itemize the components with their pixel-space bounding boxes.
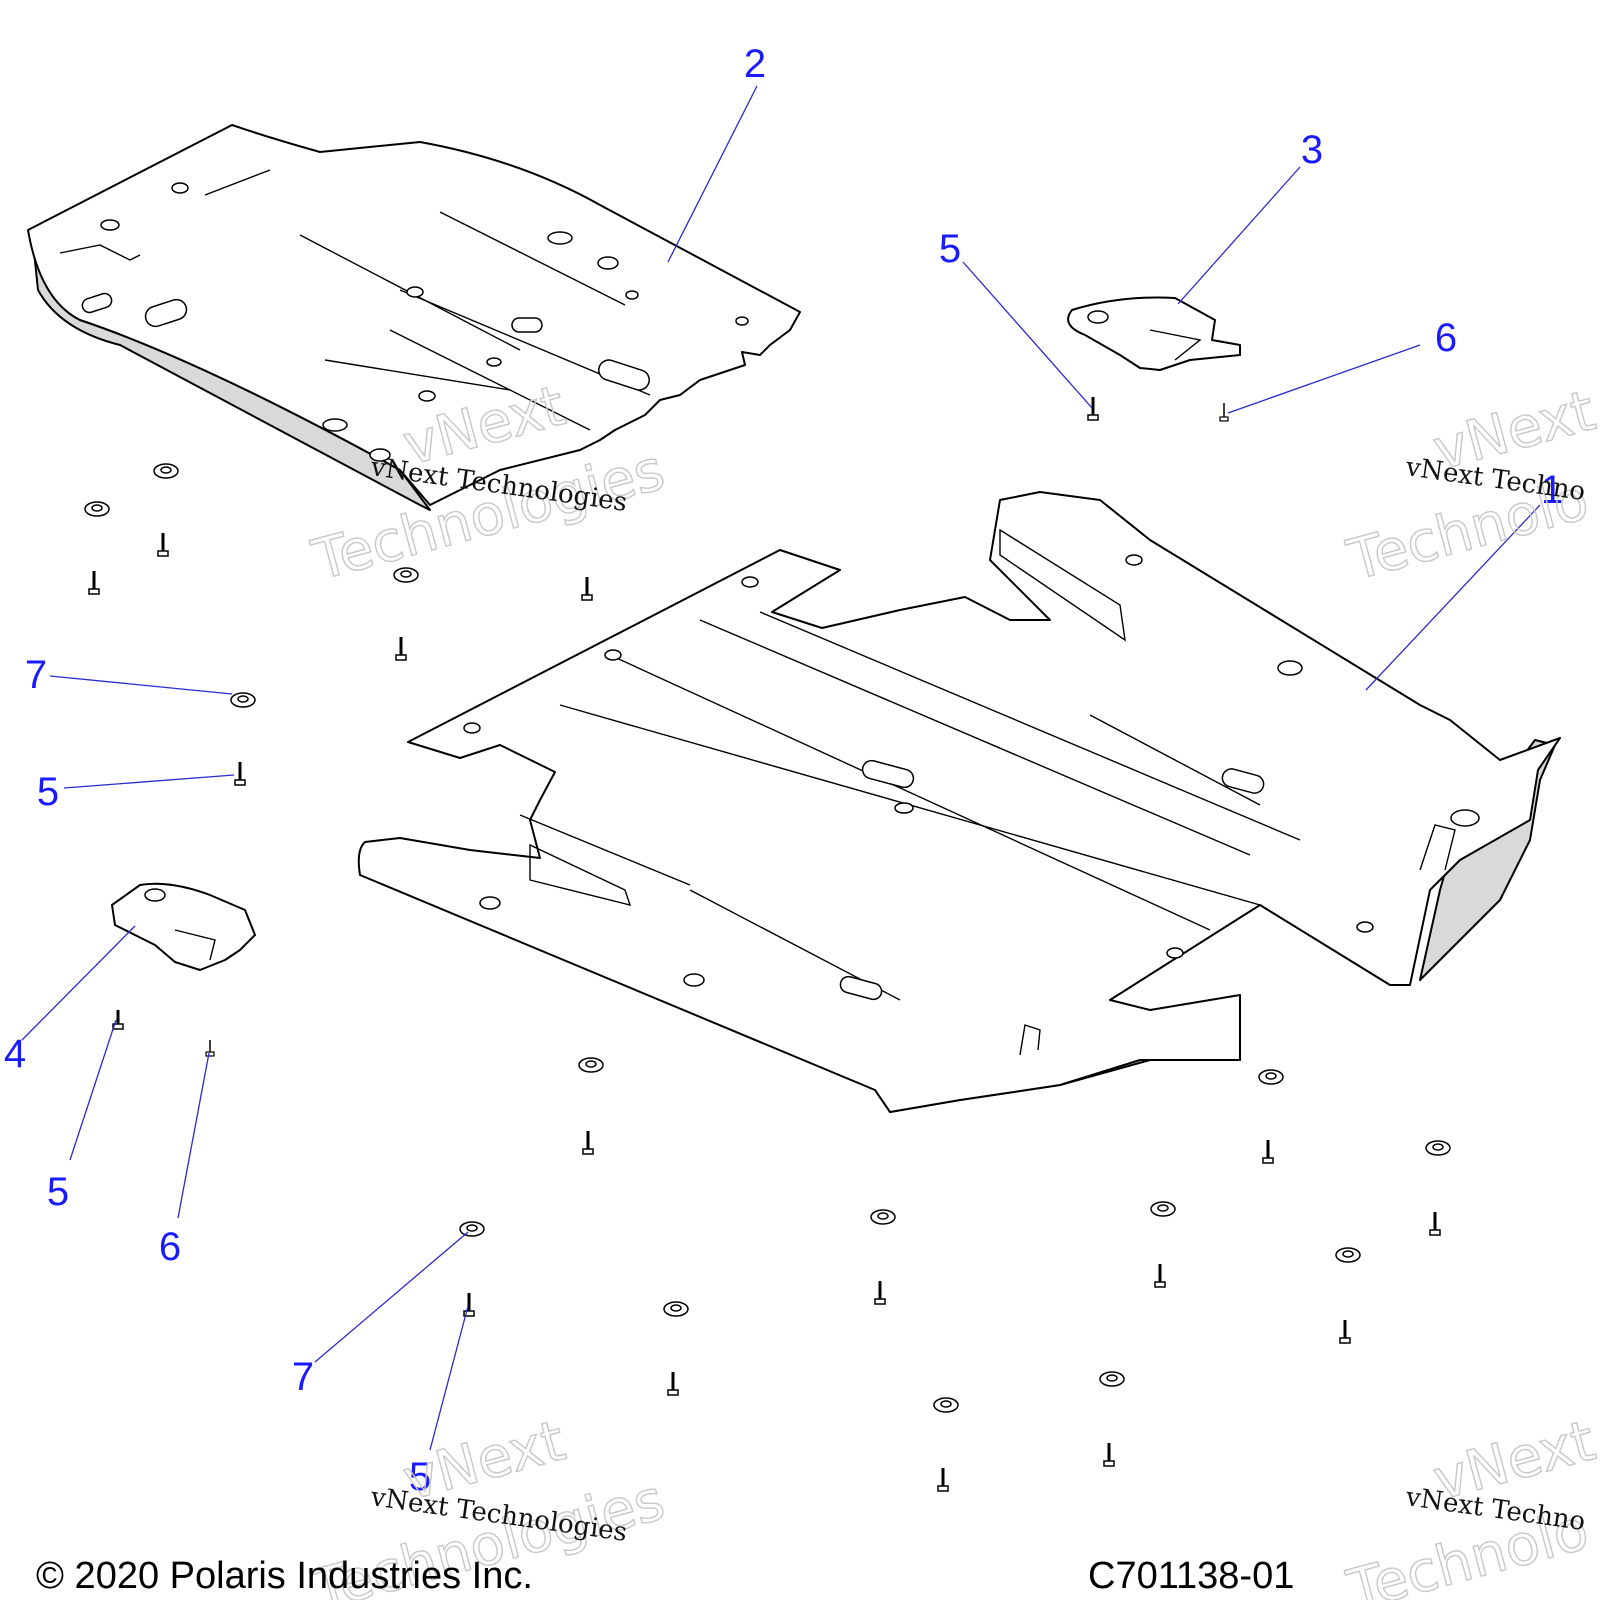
leader-7b — [314, 1231, 469, 1363]
washer — [933, 1397, 959, 1413]
screw — [1262, 1140, 1274, 1164]
washer — [663, 1301, 689, 1317]
screw — [581, 577, 593, 601]
washer — [1258, 1069, 1284, 1085]
screw — [1087, 397, 1099, 421]
leader-3 — [1177, 166, 1301, 305]
callout-7b: 7 — [292, 1355, 314, 1399]
copyright-text: © 2020 Polaris Industries Inc. — [36, 1555, 533, 1597]
screw — [937, 1468, 949, 1492]
callout-6b: 6 — [159, 1225, 181, 1269]
washer — [1099, 1371, 1125, 1387]
callout-2: 2 — [744, 42, 766, 86]
screw — [1339, 1320, 1351, 1344]
figure-id: C701138-01 — [1088, 1555, 1294, 1597]
screw — [88, 571, 100, 595]
screw — [1103, 1443, 1115, 1467]
screw — [463, 1293, 475, 1317]
hardware-screws — [88, 397, 1441, 1492]
callout-5c: 5 — [47, 1170, 69, 1214]
part-4-bracket — [111, 882, 256, 971]
screw — [874, 1281, 886, 1305]
callout-5b: 5 — [37, 770, 59, 814]
washer — [1150, 1201, 1176, 1217]
leader-6b — [177, 1052, 210, 1219]
leader-1 — [1365, 504, 1541, 691]
callout-1: 1 — [1541, 468, 1563, 512]
washer — [459, 1221, 485, 1237]
screw — [1219, 403, 1229, 422]
leader-2 — [667, 85, 758, 263]
leader-6a — [1227, 344, 1421, 414]
hardware-washers — [84, 463, 1451, 1413]
part-2-skid-plate — [27, 124, 801, 511]
callout-3: 3 — [1301, 128, 1323, 172]
washer — [578, 1057, 604, 1073]
leader-4 — [21, 925, 136, 1041]
watermark-upper-right: vNext Technolo vNext Techno — [1340, 378, 1600, 595]
screw — [157, 533, 169, 557]
washer — [230, 692, 256, 708]
screw — [112, 1010, 124, 1030]
screw — [582, 1131, 594, 1155]
callout-4: 4 — [4, 1032, 26, 1076]
leader-5c — [69, 1019, 117, 1161]
washer — [153, 463, 179, 479]
washer — [870, 1209, 896, 1225]
screw — [205, 1040, 215, 1057]
leader-7a — [49, 675, 233, 695]
screw — [667, 1372, 679, 1396]
washer — [84, 501, 110, 517]
callout-7a: 7 — [25, 653, 47, 697]
callout-5a: 5 — [939, 227, 961, 271]
screw — [1154, 1264, 1166, 1288]
screw — [1429, 1212, 1441, 1236]
screw — [234, 762, 246, 786]
leader-5b — [63, 774, 235, 789]
part-3-bracket — [1067, 296, 1241, 371]
leader-5d — [429, 1305, 469, 1451]
callout-6a: 6 — [1435, 316, 1457, 360]
washer — [1335, 1247, 1361, 1263]
washer — [393, 567, 419, 583]
callout-5d: 5 — [409, 1455, 431, 1499]
washer — [1425, 1140, 1451, 1156]
watermark-lower-right: vNext Technolo vNext Techno — [1340, 1408, 1600, 1600]
screw — [395, 637, 407, 661]
leader-5a — [962, 261, 1093, 409]
part-1-skid-plate — [357, 491, 1561, 1113]
